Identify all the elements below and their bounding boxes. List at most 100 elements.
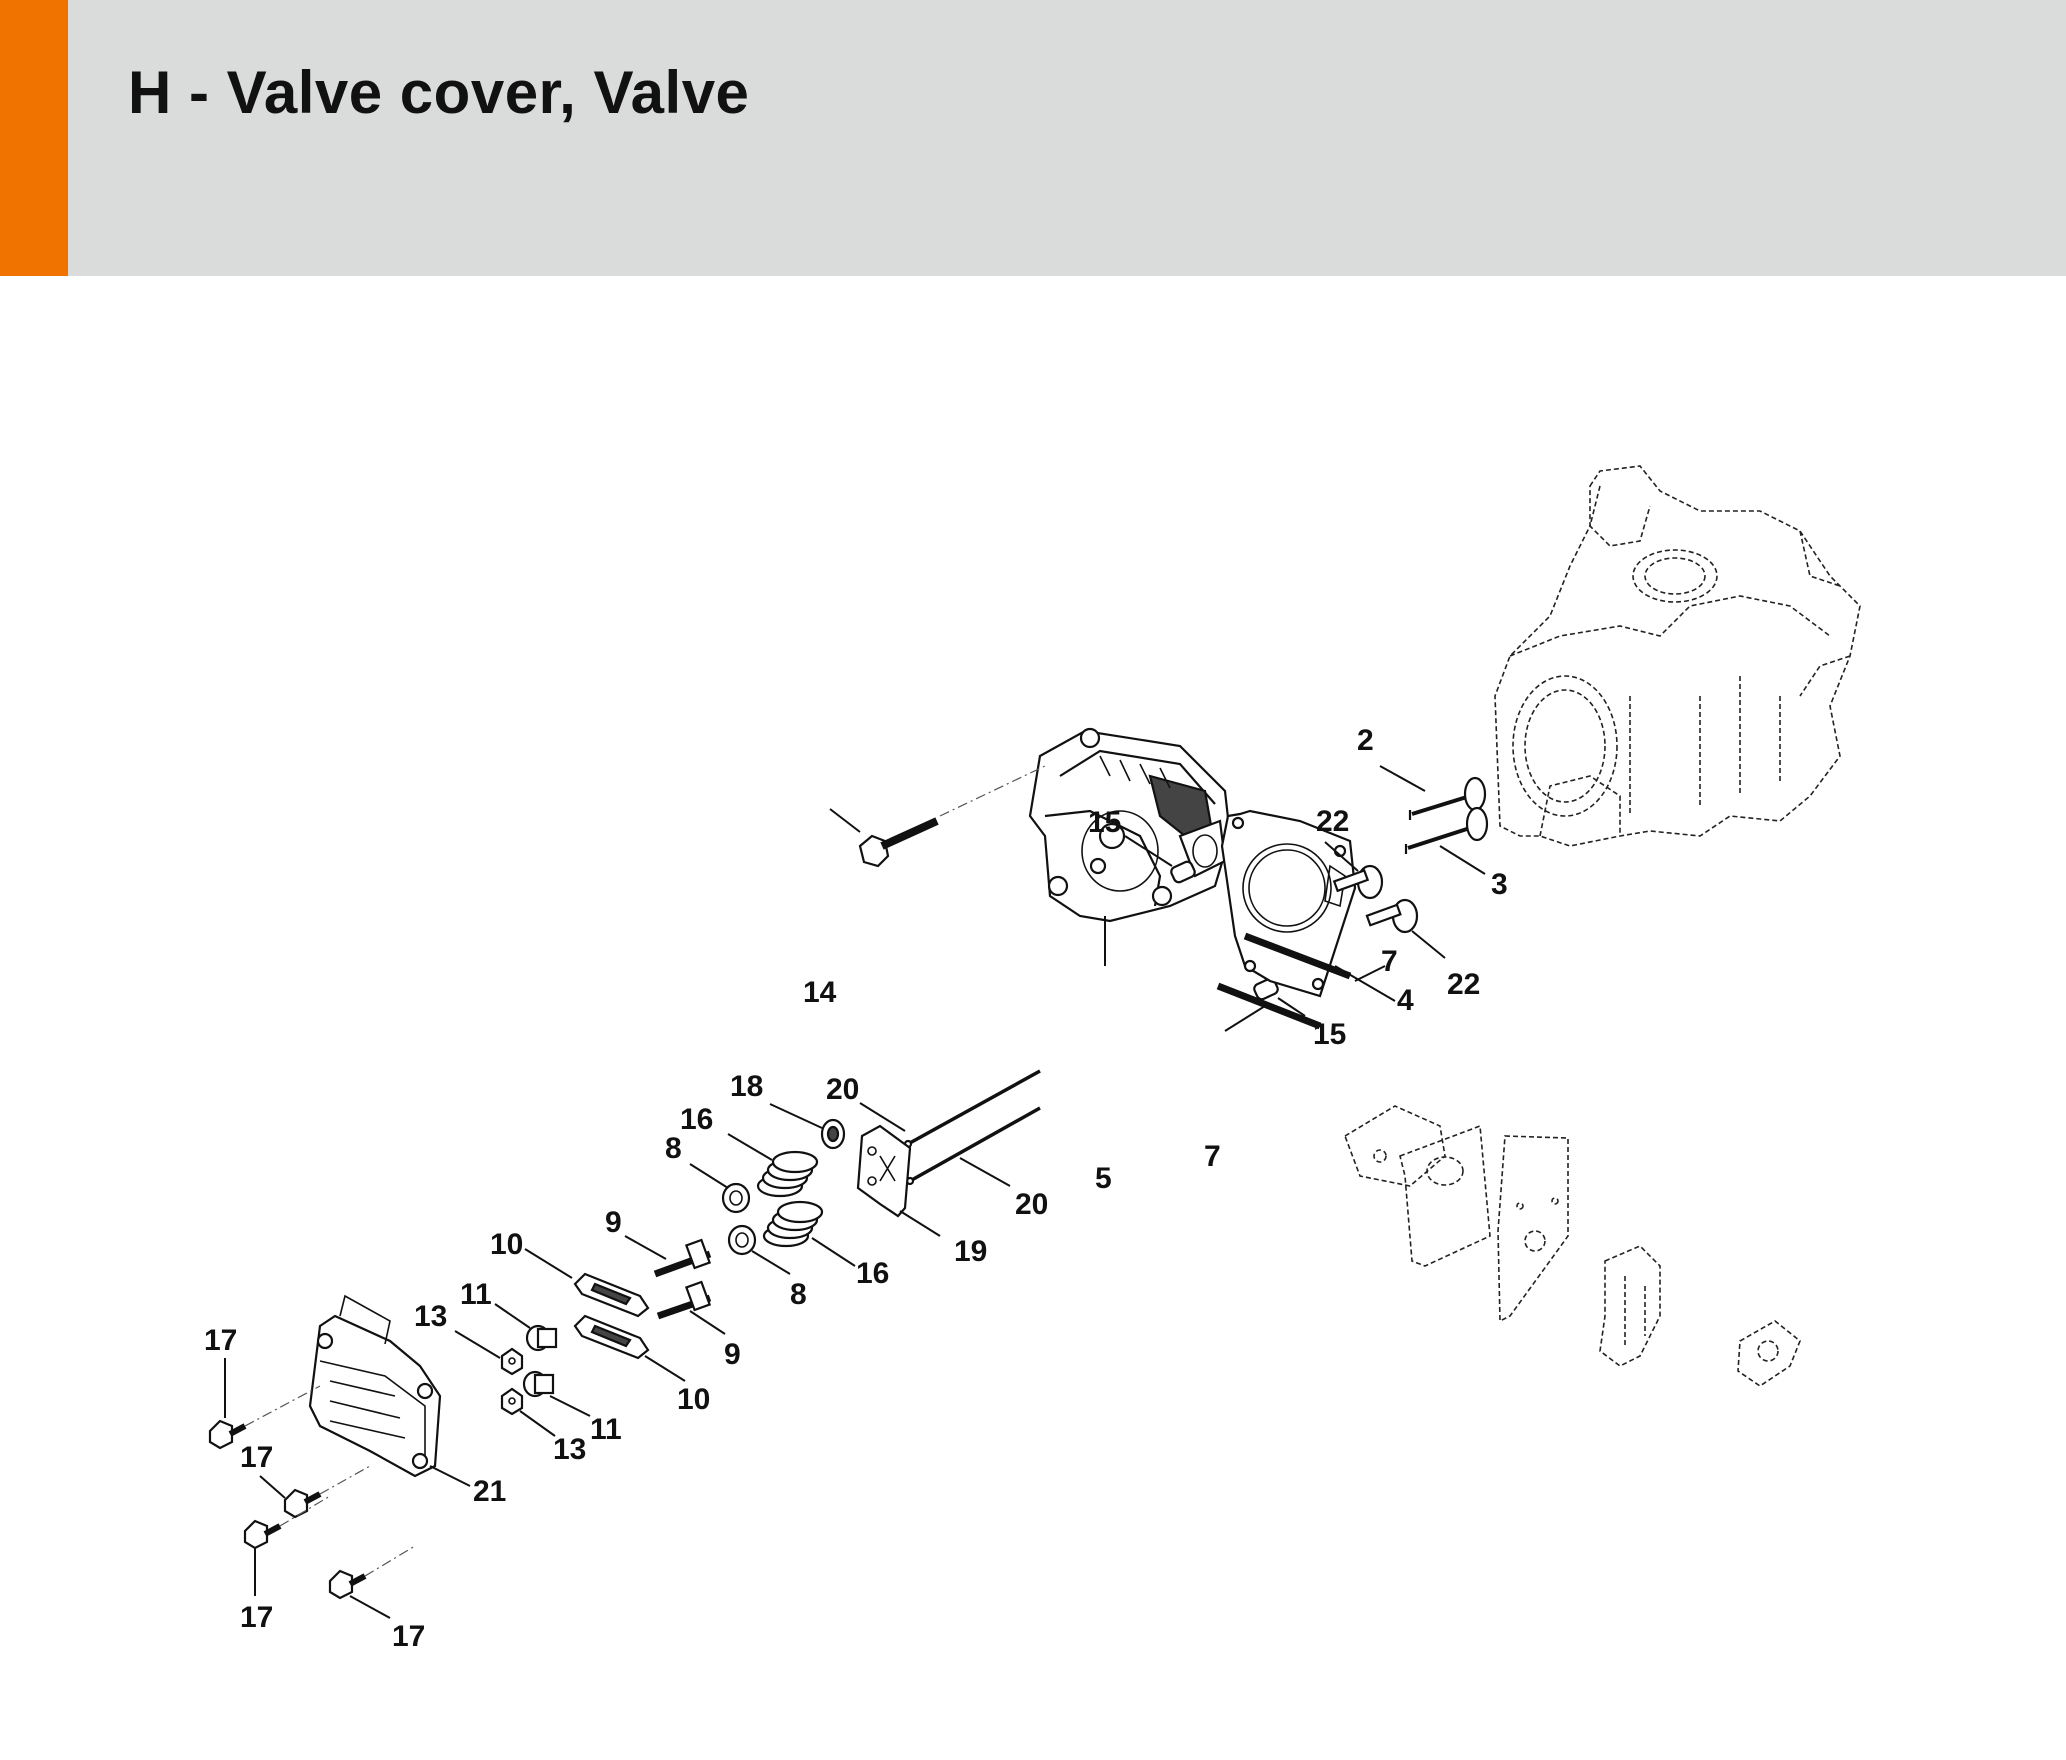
leader-16b [811, 1237, 856, 1267]
leader-22a [1324, 841, 1359, 872]
callout-17b: 17 [240, 1441, 273, 1474]
exploded-parts-diagram: 2 3 4 5 7 7 8 8 9 9 10 10 11 11 13 13 14… [204, 465, 1861, 1653]
centerline-17a [244, 1385, 321, 1427]
valve-stem-seal-22-lower [1365, 898, 1419, 934]
push-rod-20-lower [905, 1106, 1041, 1186]
leader-19 [899, 1210, 941, 1237]
rocker-pivot-11-upper [525, 1324, 558, 1352]
leader-9a [624, 1235, 667, 1260]
cylinder-head [1028, 727, 1232, 923]
callout-17c: 17 [240, 1601, 273, 1634]
callout-17a: 17 [204, 1324, 237, 1357]
cover-screw-17-d [328, 1569, 367, 1600]
leader-16a [727, 1133, 773, 1161]
stud-bolt-7-upper [1243, 932, 1352, 980]
leader-8b [751, 1250, 791, 1275]
exhaust-valve [1404, 806, 1489, 854]
callout-9b: 9 [724, 1338, 741, 1371]
rocker-stud-9-upper [653, 1238, 712, 1278]
push-rod-20-upper [903, 1069, 1041, 1149]
callout-15b: 15 [1313, 1018, 1346, 1051]
leader-10a [524, 1248, 573, 1279]
leader-13b [519, 1410, 556, 1437]
valve-cover [308, 1294, 442, 1478]
callout-13b: 13 [553, 1433, 586, 1466]
valve-seal-18 [820, 1118, 846, 1150]
callout-7b: 7 [1204, 1140, 1221, 1173]
leader-13a [454, 1330, 501, 1359]
push-rod-guide-plate [856, 1124, 912, 1218]
rocker-stud-9-lower [656, 1280, 712, 1320]
adjusting-nut-13-lower [500, 1387, 524, 1416]
dowel-pin-15-lower [1253, 977, 1279, 1001]
leader-17d [349, 1595, 391, 1619]
callout-14: 14 [803, 976, 837, 1009]
spring-retainer-8-lower [727, 1224, 757, 1256]
callout-19: 19 [954, 1235, 987, 1268]
callout-13a: 13 [414, 1300, 447, 1333]
leader-9b [689, 1310, 726, 1335]
callout-3: 3 [1491, 868, 1508, 901]
leader-11b [549, 1395, 591, 1417]
callout-20b: 20 [1015, 1188, 1048, 1221]
engine-block-outline [1494, 465, 1861, 847]
leader-8a [689, 1163, 729, 1189]
cover-screw-17-b [283, 1488, 322, 1519]
valve-spring-16-lower [762, 1200, 824, 1248]
leader-20a [859, 1102, 906, 1132]
callout-18: 18 [730, 1070, 763, 1103]
valve-spring-16-upper [756, 1150, 819, 1198]
adjusting-nut-13-upper [500, 1347, 524, 1376]
callout-5: 5 [1095, 1162, 1112, 1195]
leader-20b [959, 1157, 1011, 1187]
leader-3 [1439, 845, 1486, 875]
accent-bar [0, 0, 68, 276]
leader-21 [429, 1465, 471, 1487]
dowel-pin-15-upper [1170, 860, 1196, 884]
centerline-17d [364, 1545, 416, 1577]
page-title: H - Valve cover, Valve [128, 59, 750, 126]
leader-22b [1411, 930, 1446, 959]
stud-bolt-7-lower [1216, 982, 1322, 1030]
leader-15b [1277, 997, 1306, 1017]
centerline-14 [939, 765, 1046, 817]
callout-10a: 10 [490, 1228, 523, 1261]
callout-7a: 7 [1381, 945, 1398, 978]
leader-14 [829, 808, 861, 833]
rocker-arm-10-upper [573, 1272, 650, 1318]
leader-7b [1224, 1005, 1266, 1032]
leader-15a [1124, 835, 1173, 867]
callout-22b: 22 [1447, 968, 1480, 1001]
callout-16a: 16 [680, 1103, 713, 1136]
carburetor-assembly-outline [1344, 1105, 1801, 1387]
callout-8a: 8 [665, 1132, 682, 1165]
callout-21: 21 [473, 1475, 506, 1508]
rocker-pivot-11-lower [522, 1370, 555, 1398]
callout-11a: 11 [460, 1278, 492, 1311]
callout-22a: 22 [1316, 805, 1349, 838]
callout-20a: 20 [826, 1073, 859, 1106]
cover-screw-17-c [243, 1519, 282, 1550]
cover-screw-17-a [208, 1419, 247, 1450]
callout-8b: 8 [790, 1278, 807, 1311]
leader-2 [1379, 765, 1426, 792]
callout-17d: 17 [392, 1620, 425, 1653]
rocker-arm-10-lower [573, 1314, 650, 1360]
callout-16b: 16 [856, 1257, 889, 1290]
callout-10b: 10 [677, 1383, 710, 1416]
spring-retainer-8-upper [721, 1182, 751, 1214]
callout-2: 2 [1357, 724, 1374, 757]
callout-4: 4 [1397, 984, 1414, 1017]
cylinder-head-gasket [1220, 809, 1357, 998]
callout-9a: 9 [605, 1206, 622, 1239]
callout-11b: 11 [590, 1413, 622, 1446]
header-band [0, 0, 2066, 276]
callout-15a: 15 [1088, 806, 1121, 839]
leader-7a [1354, 965, 1386, 982]
leader-18 [769, 1103, 823, 1129]
head-bolt [858, 817, 939, 868]
centerline-17c [279, 1495, 331, 1527]
leader-10b [644, 1355, 686, 1382]
leader-11a [494, 1303, 531, 1329]
valve-stem-seal-22-upper [1332, 864, 1384, 900]
